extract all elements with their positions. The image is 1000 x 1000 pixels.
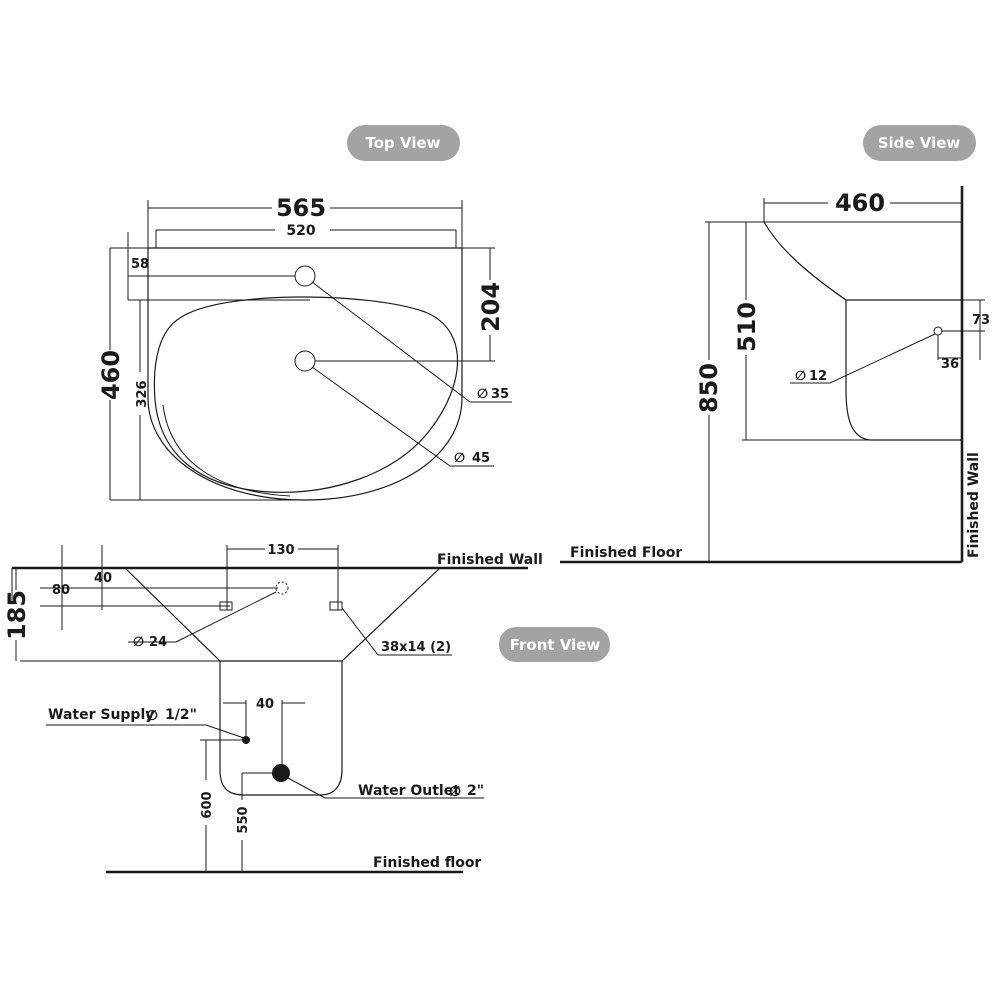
svg-text:∅: ∅ [477, 387, 488, 402]
svg-text:130: 130 [267, 543, 294, 558]
svg-text:Finished floor: Finished floor [373, 855, 481, 871]
drain-hole [294, 350, 316, 372]
svg-text:∅: ∅ [795, 369, 806, 384]
top-view-title: Top View [347, 125, 460, 161]
svg-text:45: 45 [472, 451, 490, 466]
front-view-title: Front View [499, 627, 610, 662]
svg-text:460: 460 [835, 189, 885, 217]
svg-text:40: 40 [256, 697, 274, 712]
svg-text:35: 35 [491, 387, 509, 402]
svg-text:1/2": 1/2" [165, 707, 197, 723]
svg-text:38x14 (2): 38x14 (2) [381, 640, 451, 655]
bowl-outline [153, 296, 458, 493]
fixing-hole [933, 326, 943, 336]
svg-text:565: 565 [276, 194, 326, 222]
svg-text:Water Outlet: Water Outlet [358, 783, 460, 799]
svg-text:Finished Floor: Finished Floor [570, 545, 682, 561]
svg-text:850: 850 [695, 363, 723, 413]
overflow-hole [275, 581, 289, 595]
svg-text:∅: ∅ [454, 451, 465, 466]
svg-text:Front View: Front View [510, 636, 601, 654]
svg-text:510: 510 [733, 302, 761, 352]
svg-text:600: 600 [200, 791, 215, 818]
svg-text:Side View: Side View [878, 134, 961, 152]
front-view-drawing: Finished Wall 185 130 40 80 ∅ [3, 543, 543, 874]
svg-text:∅: ∅ [449, 784, 461, 800]
svg-text:204: 204 [477, 282, 505, 332]
svg-text:520: 520 [286, 223, 315, 239]
svg-text:Top View: Top View [365, 134, 440, 152]
svg-text:36: 36 [941, 357, 959, 372]
svg-text:80: 80 [52, 583, 70, 598]
svg-text:Finished Wall: Finished Wall [437, 552, 543, 568]
side-view-drawing: 460 850 510 ∅ 12 73 36 Finished Floor Fi… [560, 186, 990, 564]
water-outlet-point [272, 764, 290, 782]
svg-text:58: 58 [131, 257, 149, 272]
top-view-drawing: 565 520 460 58 326 204 ∅ 35 [97, 194, 512, 501]
fixing-slot-left [219, 601, 233, 611]
side-view-title: Side View [863, 125, 976, 161]
svg-text:326: 326 [135, 380, 150, 407]
svg-text:12: 12 [809, 369, 827, 384]
svg-text:73: 73 [972, 313, 990, 328]
tap-hole [294, 265, 316, 287]
front-pedestal [219, 661, 343, 796]
svg-text:Finished Wall: Finished Wall [966, 452, 982, 558]
side-basin-profile [763, 221, 962, 301]
svg-text:460: 460 [97, 350, 125, 400]
svg-text:40: 40 [94, 571, 112, 586]
basin-outline [147, 247, 463, 501]
svg-text:2": 2" [467, 783, 484, 799]
fixing-slot-right [329, 601, 343, 611]
svg-text:Water Supply: Water Supply [48, 707, 154, 723]
svg-text:24: 24 [149, 635, 167, 650]
svg-text:∅: ∅ [146, 708, 158, 724]
svg-text:550: 550 [236, 806, 251, 833]
svg-text:∅: ∅ [133, 635, 144, 650]
svg-text:185: 185 [3, 590, 31, 640]
